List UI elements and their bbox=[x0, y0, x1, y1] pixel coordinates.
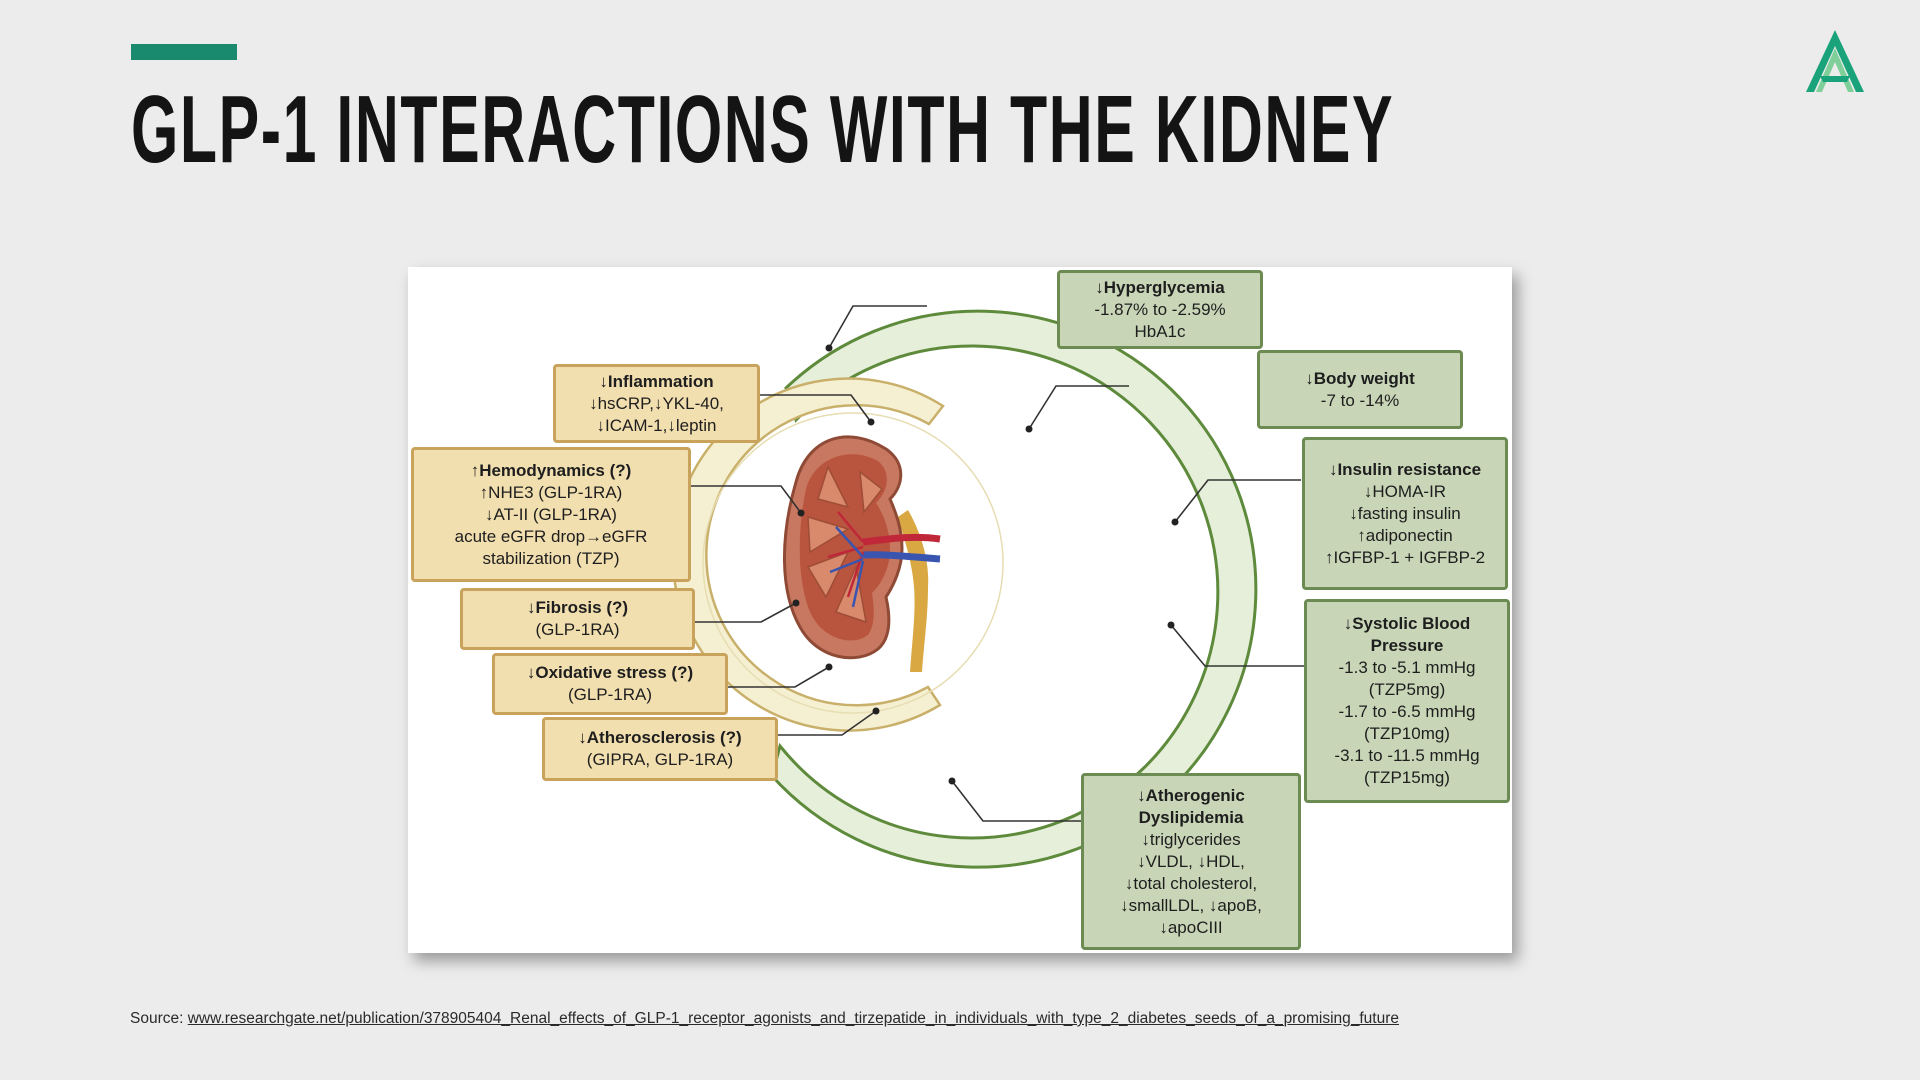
box-heading: ↓Insulin resistance bbox=[1328, 459, 1482, 479]
inner-circle bbox=[702, 412, 1004, 714]
hemodynamics-box: ↑Hemodynamics (?) ↑NHE3 (GLP-1RA) ↓AT-II… bbox=[411, 447, 691, 582]
box-line: -1.87% to -2.59% bbox=[1094, 299, 1226, 319]
box-line: ↓smallLDL, ↓apoB, bbox=[1120, 895, 1262, 915]
box-line: ↓apoCIII bbox=[1159, 917, 1223, 937]
page-title: GLP-1 INTERACTIONS WITH THE KIDNEY bbox=[131, 75, 1395, 183]
box-heading: ↑Hemodynamics (?) bbox=[470, 460, 632, 480]
box-line: -1.3 to -5.1 mmHg bbox=[1338, 658, 1476, 677]
atherosclerosis-box: ↓Atherosclerosis (?) (GIPRA, GLP-1RA) bbox=[542, 717, 778, 781]
box-heading: ↓Atherosclerosis (?) bbox=[578, 728, 742, 747]
box-line: (TZP10mg) bbox=[1364, 724, 1450, 743]
box-line: acute eGFR drop→eGFR bbox=[454, 526, 648, 546]
fibrosis-box: ↓Fibrosis (?) (GLP-1RA) bbox=[460, 588, 695, 650]
source-link[interactable]: www.researchgate.net/publication/3789054… bbox=[187, 1010, 1400, 1027]
box-line: ↓VLDL, ↓HDL, bbox=[1137, 851, 1245, 871]
diagram-figure: ↓Inflammation ↓hsCRP,↓YKL-40, ↓ICAM-1,↓l… bbox=[408, 267, 1512, 953]
kidney-icon bbox=[782, 435, 941, 672]
box-line: -7 to -14% bbox=[1320, 390, 1400, 410]
accent-bar bbox=[131, 44, 237, 60]
box-line: HbA1c bbox=[1134, 321, 1186, 341]
source-citation: Source: www.researchgate.net/publication… bbox=[130, 1010, 1399, 1028]
box-line: ↓AT-II (GLP-1RA) bbox=[485, 504, 617, 524]
box-heading: ↓Hyperglycemia bbox=[1095, 277, 1225, 297]
box-line: ↓total cholesterol, bbox=[1124, 873, 1258, 893]
atherogenic-dyslipidemia-box: ↓Atherogenic Dyslipidemia ↓triglycerides… bbox=[1081, 773, 1301, 950]
source-label: Source: bbox=[130, 1010, 184, 1027]
kidney-diagram bbox=[671, 305, 1305, 869]
box-heading: ↓Body weight bbox=[1305, 368, 1415, 388]
box-line: ↓ICAM-1,↓leptin bbox=[596, 415, 717, 435]
box-heading: ↓Inflammation bbox=[599, 371, 714, 391]
box-line: (GLP-1RA) bbox=[535, 620, 620, 639]
insulin-resistance-box: ↓Insulin resistance ↓HOMA-IR ↓fasting in… bbox=[1302, 437, 1508, 590]
box-heading: ↓Systolic Blood Pressure bbox=[1343, 614, 1471, 655]
body-weight-box: ↓Body weight -7 to -14% bbox=[1257, 350, 1463, 429]
box-line: ↑NHE3 (GLP-1RA) bbox=[479, 482, 623, 502]
box-line: ↓triglycerides bbox=[1141, 829, 1241, 849]
box-line: -3.1 to -11.5 mmHg bbox=[1334, 746, 1480, 765]
box-heading: ↓Oxidative stress (?) bbox=[526, 663, 694, 682]
box-line: ↑IGFBP-1 + IGFBP-2 bbox=[1324, 547, 1486, 567]
oxidative-stress-box: ↓Oxidative stress (?) (GLP-1RA) bbox=[492, 653, 728, 715]
hyperglycemia-box: ↓Hyperglycemia -1.87% to -2.59% HbA1c bbox=[1057, 270, 1263, 349]
box-line: ↓hsCRP,↓YKL-40, bbox=[589, 393, 724, 413]
box-line: ↑adiponectin bbox=[1357, 525, 1453, 545]
box-line: (TZP5mg) bbox=[1368, 680, 1446, 699]
box-line: -1.7 to -6.5 mmHg bbox=[1338, 702, 1476, 721]
company-logo-icon bbox=[1806, 30, 1864, 92]
box-line: stabilization (TZP) bbox=[482, 548, 620, 568]
box-line: ↓fasting insulin bbox=[1349, 503, 1461, 523]
box-line: ↓HOMA-IR bbox=[1363, 481, 1447, 501]
box-heading: ↓Atherogenic Dyslipidemia bbox=[1137, 785, 1245, 827]
inflammation-box: ↓Inflammation ↓hsCRP,↓YKL-40, ↓ICAM-1,↓l… bbox=[553, 364, 760, 443]
box-line: (GIPRA, GLP-1RA) bbox=[586, 750, 734, 769]
box-line: (GLP-1RA) bbox=[567, 685, 653, 704]
box-heading: ↓Fibrosis (?) bbox=[526, 598, 629, 617]
systolic-blood-pressure-box: ↓Systolic Blood Pressure -1.3 to -5.1 mm… bbox=[1304, 599, 1510, 803]
box-line: (TZP15mg) bbox=[1364, 768, 1450, 787]
